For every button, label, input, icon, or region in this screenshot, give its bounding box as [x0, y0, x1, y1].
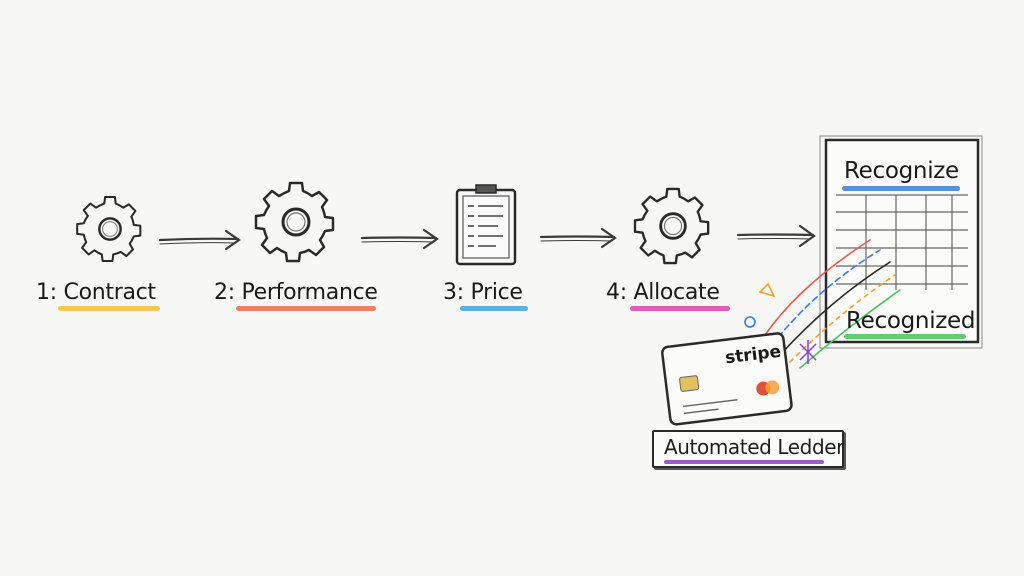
step-label: 3: Price [443, 280, 523, 305]
sparkle-icon [799, 340, 817, 364]
flow-swoosh [764, 239, 901, 369]
document-top-underline [842, 186, 960, 191]
step-label: 2: Performance [214, 280, 378, 305]
step-underline [236, 306, 376, 311]
automated-ledger-label: Automated Ledder [664, 435, 844, 459]
gear-icon [633, 187, 710, 265]
credit-card-icon [661, 332, 793, 426]
step-underline [58, 306, 160, 311]
automated-ledger-underline [664, 460, 824, 464]
clipboard-icon [455, 184, 517, 266]
spark-icon [758, 282, 776, 298]
flow-arrow [360, 228, 439, 250]
flow-arrow [158, 229, 241, 251]
step-label: 1: Contract [36, 280, 156, 305]
document-top-label: Recognize [844, 158, 959, 184]
step-underline [630, 306, 730, 311]
document-bottom-label: Recognized [846, 308, 976, 334]
flow-arrow [539, 227, 617, 249]
gear-icon [254, 181, 335, 263]
gear-icon [75, 195, 142, 263]
step-label: 4: Allocate [606, 280, 720, 305]
document-bottom-underline [844, 334, 966, 339]
dot-icon [744, 316, 756, 328]
step-underline [460, 306, 528, 311]
flow-arrow [736, 224, 816, 248]
